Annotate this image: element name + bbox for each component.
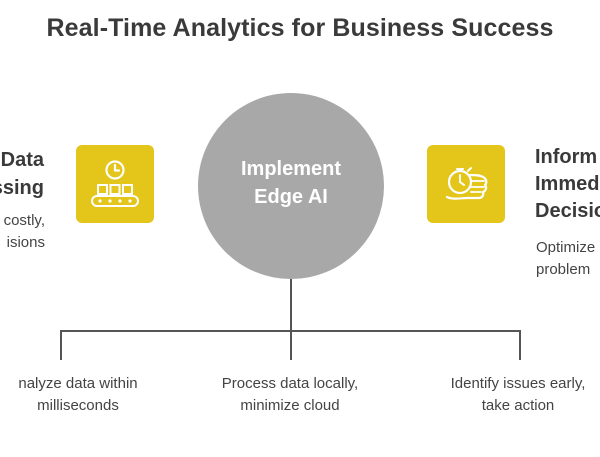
right-desc-line: problem <box>536 261 591 278</box>
left-title-line: Data <box>0 149 44 171</box>
bottom-item-left: nalyze data within milliseconds <box>0 373 178 417</box>
bottom-item-right: Identify issues early, take action <box>418 373 600 417</box>
center-label-line: Implement <box>240 158 342 180</box>
left-branch-description: costly, isions <box>4 210 45 254</box>
center-node <box>198 93 384 279</box>
right-desc-line: Optimize <box>536 239 596 256</box>
bottom-item-line: nalyze data within <box>18 375 138 392</box>
bottom-item-line: Identify issues early, <box>450 375 586 392</box>
left-desc-line: costly, <box>3 212 45 229</box>
bottom-item-middle: Process data locally, minimize cloud <box>190 373 390 417</box>
bottom-item-line: Process data locally, <box>221 375 359 392</box>
bottom-item-line: milliseconds <box>37 397 119 414</box>
center-node-label: Implement Edge AI <box>198 155 384 211</box>
bottom-item-line: minimize cloud <box>240 397 340 414</box>
bottom-item-line: take action <box>481 397 555 414</box>
left-title-line: ssing <box>0 177 44 199</box>
left-branch-title: Data ssing <box>0 146 44 202</box>
right-title-line: Immed <box>535 173 600 195</box>
diagram-title: Real-Time Analytics for Business Success <box>46 14 554 42</box>
hand-stopwatch-icon <box>427 145 505 223</box>
right-title-line: Decisio <box>535 200 600 222</box>
right-branch-description: Optimize problem <box>536 237 595 281</box>
clock-conveyor-icon <box>76 145 154 223</box>
left-desc-line: isions <box>6 234 45 251</box>
right-branch-title: Inform Immed Decisio <box>535 144 600 225</box>
right-title-line: Inform <box>535 146 598 168</box>
center-label-line: Edge AI <box>254 186 328 208</box>
